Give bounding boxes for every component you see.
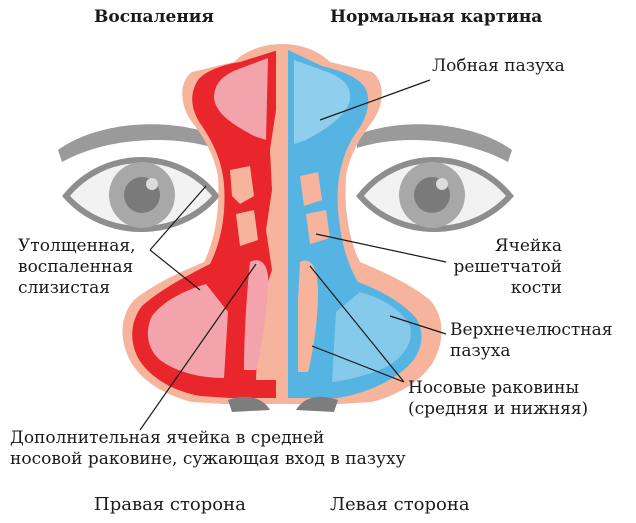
right-eyebrow <box>58 124 215 162</box>
label-extra-cell: Дополнительная ячейка в средней носовой … <box>10 428 406 470</box>
footer-right-side: Правая сторона <box>94 494 246 515</box>
nasal-septum <box>276 48 288 404</box>
footer-left-side: Левая сторона <box>330 494 470 515</box>
right-eye <box>66 160 216 229</box>
header-normal: Нормальная картина <box>330 7 542 28</box>
header-inflamed: Воспаления <box>94 7 214 28</box>
left-eye <box>360 160 510 229</box>
left-eyebrow <box>356 124 512 162</box>
label-frontal-sinus: Лобная пазуха <box>432 56 565 77</box>
label-thickened-mucosa: Утолщенная, воспаленная слизистая <box>18 236 136 299</box>
label-maxillary-sinus: Верхнечелюстная пазуха <box>450 320 612 362</box>
label-ethmoid-cell: Ячейка решетчатой кости <box>450 236 562 299</box>
label-nasal-conchae: Носовые раковины (средняя и нижняя) <box>408 378 588 420</box>
